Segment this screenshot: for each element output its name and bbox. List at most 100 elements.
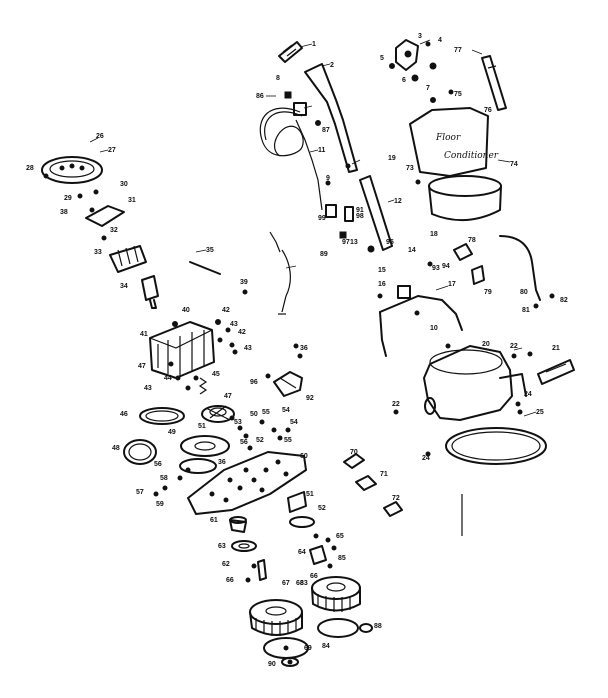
motor-housing <box>149 321 215 379</box>
part-label: 22 <box>510 343 518 350</box>
part-label: 70 <box>350 449 358 456</box>
part-label: 49 <box>168 429 176 436</box>
part-label: 24 <box>422 455 430 462</box>
part-label: 83 <box>300 580 308 587</box>
part-label: 4 <box>438 37 442 44</box>
bumper-ring <box>445 427 547 465</box>
part-label: 60 <box>300 453 308 460</box>
motor-fasteners <box>168 319 238 391</box>
pad-right <box>317 618 373 638</box>
switch-plate <box>41 156 103 184</box>
part-label: 5 <box>380 55 384 62</box>
part-label: 98 <box>356 213 364 220</box>
part-label: 29 <box>64 195 72 202</box>
part-label: 35 <box>206 247 214 254</box>
part-label: 87 <box>322 127 330 134</box>
part-labels: 1 2 3 4 5 6 7 8 9 10 11 12 13 14 15 16 1… <box>26 33 568 668</box>
hood-script-2: Conditioner <box>444 151 499 161</box>
part-label: 46 <box>120 411 128 418</box>
part-label: 3 <box>418 33 422 40</box>
part-label: 78 <box>468 237 476 244</box>
part-label: 21 <box>552 345 560 352</box>
part-label: 90 <box>268 661 276 668</box>
part-label: 85 <box>338 555 346 562</box>
part-label: 56 <box>240 439 248 446</box>
gear-plate <box>180 435 230 457</box>
part-label: 17 <box>448 281 456 288</box>
part-label: 57 <box>136 489 144 496</box>
spindle <box>245 559 267 583</box>
cord-clamp <box>141 275 159 309</box>
part-label: 7 <box>426 85 430 92</box>
part-label: 24 <box>524 391 532 398</box>
part-label: 30 <box>120 181 128 188</box>
cord-wire <box>189 261 248 295</box>
part-label: 28 <box>26 165 34 172</box>
part-label: 50 <box>250 411 258 418</box>
part-label: 80 <box>520 289 528 296</box>
part-label: 76 <box>484 107 492 114</box>
part-label: 43 <box>144 385 152 392</box>
part-label: 9 <box>326 175 330 182</box>
part-label: 43 <box>244 345 252 352</box>
gear-disc <box>153 458 217 497</box>
part-label: 52 <box>256 437 264 444</box>
part-label: 51 <box>198 423 206 430</box>
handle-tube-upper <box>304 63 358 173</box>
label-plate <box>511 351 575 385</box>
part-label: 36 <box>300 345 308 352</box>
part-label: 51 <box>306 491 314 498</box>
part-label: 12 <box>394 198 402 205</box>
small-fasteners-mid <box>229 415 291 451</box>
leg-wheel <box>453 243 485 285</box>
part-label: 36 <box>218 459 226 466</box>
part-label: 33 <box>94 249 102 256</box>
part-label: 93 <box>432 265 440 272</box>
small-plate <box>77 189 125 241</box>
bearing <box>231 540 257 552</box>
wheel-small <box>377 261 433 299</box>
part-label: 40 <box>182 307 190 314</box>
part-label: 52 <box>318 505 326 512</box>
part-label: 1 <box>312 41 316 48</box>
hood-cover: Floor Conditioner <box>409 107 499 177</box>
misc-fasteners-top-right <box>411 62 454 185</box>
part-label: 54 <box>282 407 290 414</box>
hood-script-1: Floor <box>435 133 461 143</box>
part-label: 13 <box>350 239 358 246</box>
part-label: 55 <box>284 437 292 444</box>
part-label: 41 <box>140 331 148 338</box>
part-label: 58 <box>160 475 168 482</box>
part-label: 67 <box>282 580 290 587</box>
part-label: 71 <box>380 471 388 478</box>
gear <box>201 405 235 423</box>
part-label: 74 <box>510 161 518 168</box>
part-label: 10 <box>430 325 438 332</box>
part-label: 59 <box>156 501 164 508</box>
part-label: 64 <box>298 549 306 556</box>
part-label: 69 <box>304 645 312 652</box>
wheel-axle <box>379 295 463 357</box>
part-label: 14 <box>408 247 416 254</box>
part-label: 45 <box>212 371 220 378</box>
part-label: 11 <box>318 147 326 154</box>
part-label: 97 <box>342 239 350 246</box>
base-plate <box>187 451 307 515</box>
shaft-coupling <box>309 545 337 569</box>
base-fasteners <box>393 343 523 457</box>
pad-left <box>263 637 309 659</box>
part-label: 2 <box>330 62 334 69</box>
part-label: 88 <box>374 623 382 630</box>
wire-lead <box>269 119 323 253</box>
part-label: 16 <box>378 281 386 288</box>
part-label: 55 <box>262 409 270 416</box>
part-label: 81 <box>522 307 530 314</box>
part-label: 94 <box>442 263 450 270</box>
part-label: 54 <box>290 419 298 426</box>
part-label: 66 <box>310 573 318 580</box>
armature-brush <box>265 343 303 397</box>
part-label: 25 <box>536 409 544 416</box>
hub <box>229 516 247 533</box>
part-label: 61 <box>210 517 218 524</box>
